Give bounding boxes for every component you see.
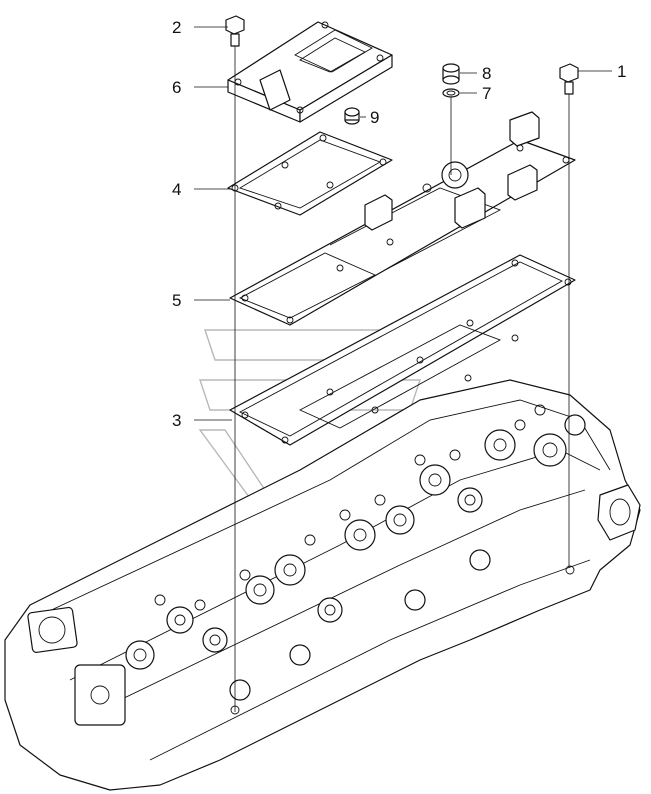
cover-plate <box>227 21 393 123</box>
callout-6: 6 <box>172 78 181 97</box>
sealing-washer <box>442 88 460 98</box>
callout-1: 1 <box>617 62 626 81</box>
callout-3: 3 <box>172 411 181 430</box>
head-bolt-heads <box>154 404 575 715</box>
callout-9: 9 <box>370 108 379 127</box>
callout-2: 2 <box>172 18 181 37</box>
callout-4: 4 <box>172 180 181 199</box>
cylinder-head <box>4 379 641 791</box>
bolt-right <box>559 63 579 568</box>
gasket-upper <box>227 131 393 216</box>
bolt-left <box>225 15 245 712</box>
gasket-lower <box>229 254 576 446</box>
plug <box>344 107 360 125</box>
leader-lines <box>194 26 612 421</box>
valve-cover <box>229 111 576 326</box>
callout-8: 8 <box>482 64 491 83</box>
callout-7: 7 <box>482 84 491 103</box>
callout-5: 5 <box>172 291 181 310</box>
plug-bolt <box>442 63 460 85</box>
valve-bosses <box>125 414 586 701</box>
